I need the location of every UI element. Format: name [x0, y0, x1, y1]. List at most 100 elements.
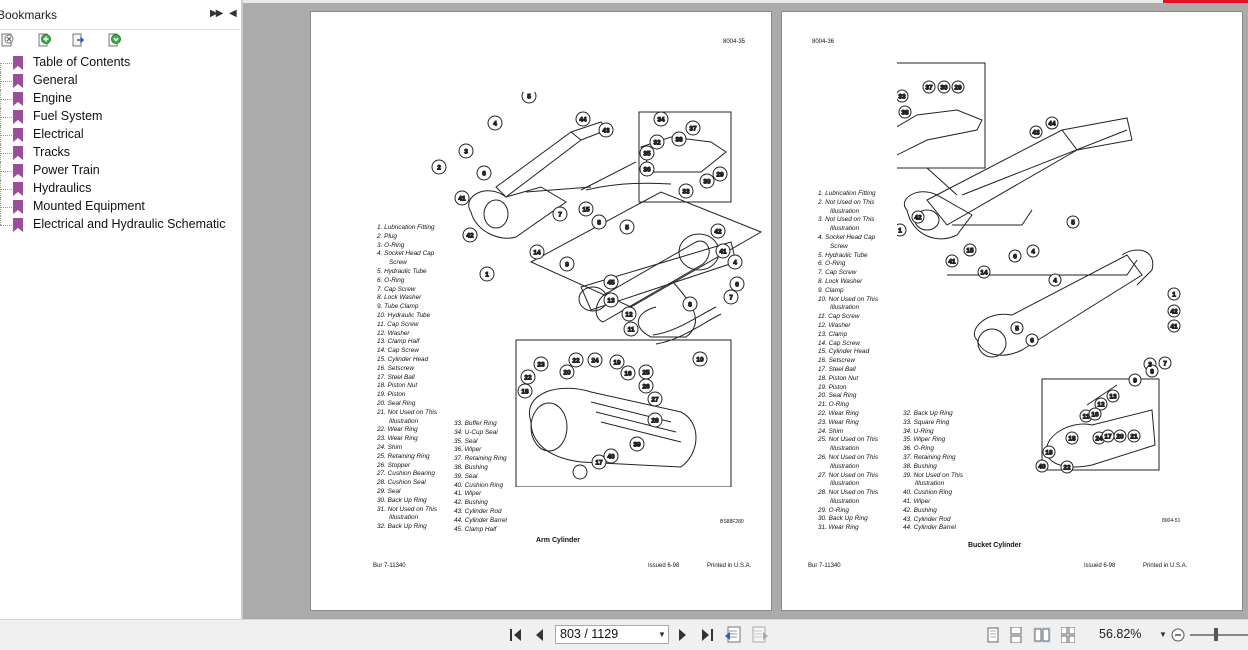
bookmark-electrical[interactable]: Electrical [0, 126, 242, 144]
legend-item: 16. Setscrew [818, 357, 855, 365]
callout-number: 35 [643, 151, 651, 158]
legend-item: 2. Not Used on This [818, 198, 875, 206]
zoom-slider[interactable] [1190, 634, 1248, 636]
callout-number: 10 [696, 357, 704, 364]
last-page-icon[interactable] [699, 626, 715, 644]
bookmark-label: Tracks [33, 145, 71, 159]
bookmark-tree: Table of Contents General Engine Fuel Sy… [0, 54, 242, 234]
figure-title: Bucket Cylinder [968, 542, 1022, 549]
legend-item: 5. Hydraulic Tube [818, 251, 868, 259]
zoom-dropdown-icon[interactable]: ▼ [1159, 630, 1167, 639]
legend-item: 8. Lock Washer [377, 294, 422, 302]
legend-item: 22. Wear Ring [377, 426, 418, 434]
callout-number: 12 [625, 312, 633, 319]
previous-page-icon[interactable] [532, 626, 546, 644]
legend-item: 2. Plug [377, 232, 397, 240]
callout-number: 13 [1109, 394, 1117, 401]
page-dropdown-icon[interactable]: ▼ [658, 630, 666, 639]
single-page-view-icon[interactable] [986, 627, 1000, 643]
legend-item: 14. Cap Screw [818, 339, 860, 347]
bookmark-power-train[interactable]: Power Train [0, 162, 242, 180]
page-number-input[interactable]: 803 / 1129 [555, 625, 669, 644]
expand-bookmark-icon[interactable] [106, 32, 122, 48]
facing-pages-view-icon[interactable] [1033, 627, 1051, 643]
bookmark-general[interactable]: General [0, 72, 242, 90]
callout-number: 18 [1068, 436, 1076, 443]
legend-item: 35. Wiper Ring [903, 436, 946, 444]
delete-bookmark-icon[interactable] [0, 32, 16, 48]
bookmark-tracks[interactable]: Tracks [0, 144, 242, 162]
callout-number: 8 [1150, 369, 1154, 376]
callout-number: 14 [533, 250, 541, 257]
legend-item: 4. Socket Head Cap [377, 250, 435, 258]
collapse-panel-icon[interactable]: ▶▶ [210, 8, 223, 19]
navigation-toolbar: 803 / 1129 ▼ [0, 619, 1248, 650]
callout-number: 16 [624, 371, 632, 378]
legend-item: 29. O-Ring [818, 506, 849, 514]
footer-middle: Issued 6-98 [648, 563, 680, 569]
callout-number: 5 [1015, 326, 1019, 333]
close-panel-icon[interactable]: ◀ [229, 8, 237, 19]
legend-item: 33. Square Ring [903, 418, 950, 426]
zoom-slider-thumb[interactable] [1214, 628, 1218, 641]
bookmark-mounted-equipment[interactable]: Mounted Equipment [0, 198, 242, 216]
callout-number: 9 [1133, 378, 1137, 385]
legend-item: 20. Seal Ring [377, 399, 416, 407]
bookmark-toolbar [0, 32, 242, 52]
callout-number: 1 [1172, 292, 1176, 299]
legend-item: 8. Lock Washer [818, 277, 863, 285]
pdf-page-right: 8004-36 [781, 11, 1243, 611]
continuous-facing-view-icon[interactable] [1061, 627, 1075, 643]
zoom-level[interactable]: 56.82% [1099, 627, 1142, 641]
callout-number: 37 [689, 126, 697, 133]
callout-number: 6 [1013, 254, 1017, 261]
legend-item: 9. Tube Clamp [377, 303, 419, 311]
callout-number: 6 [735, 282, 739, 289]
callout-number: 5 [527, 94, 531, 101]
bookmark-fuel-system[interactable]: Fuel System [0, 108, 242, 126]
bookmark-icon [13, 110, 23, 124]
add-bookmark-icon[interactable] [36, 32, 52, 48]
callout-number: 8 [597, 220, 601, 227]
legend-item: 41. Wiper [454, 490, 482, 498]
first-page-icon[interactable] [508, 626, 524, 644]
bookmark-hydraulics[interactable]: Hydraulics [0, 180, 242, 198]
legend-item: 34. U-Ring [903, 427, 934, 435]
callout-number: 20 [563, 370, 571, 377]
callout-number: 34 [657, 117, 665, 124]
go-to-bookmark-icon[interactable] [70, 32, 86, 48]
callout-number: 9 [565, 262, 569, 269]
close-window-edge[interactable] [1163, 0, 1248, 3]
callout-number: 38 [675, 137, 683, 144]
go-forward-view-icon[interactable] [751, 626, 769, 644]
legend-item: 42. Bushing [903, 506, 937, 514]
bookmark-table-of-contents[interactable]: Table of Contents [0, 54, 242, 72]
zoom-out-icon[interactable] [1170, 626, 1186, 644]
legend-item: 35. Seal [454, 437, 478, 445]
bookmark-electrical-hydraulic-schematic[interactable]: Electrical and Hydraulic Schematic [0, 216, 242, 234]
legend-item: 37. Retaining Ring [454, 455, 507, 463]
legend-item: 12. Washer [377, 329, 410, 337]
tree-line [0, 225, 12, 226]
legend-item: 15. Cylinder Head [377, 355, 429, 363]
bookmark-label: Hydraulics [33, 181, 92, 195]
legend-item: 17. Steel Ball [377, 373, 415, 381]
tree-line [0, 135, 12, 136]
bookmark-label: Table of Contents [33, 55, 131, 69]
top-edge [243, 0, 1248, 3]
callout-number: 41 [1170, 324, 1178, 331]
callout-number: 23 [537, 362, 545, 369]
legend-item: 22. Wear Ring [818, 409, 859, 417]
next-page-icon[interactable] [676, 626, 690, 644]
callout-number: 8 [688, 302, 692, 309]
legend-item: 27. Cushion Bearing [377, 470, 435, 478]
callout-number: 43 [602, 128, 610, 135]
go-back-view-icon[interactable] [724, 626, 742, 644]
legend-item: Illustration [830, 445, 860, 453]
legend-item: 20. Seal Ring [818, 392, 857, 400]
legend-item: Illustration [389, 417, 419, 425]
callout-number: 12 [1097, 402, 1105, 409]
continuous-view-icon[interactable] [1009, 627, 1023, 643]
panel-splitter[interactable] [242, 0, 243, 619]
bookmark-engine[interactable]: Engine [0, 90, 242, 108]
